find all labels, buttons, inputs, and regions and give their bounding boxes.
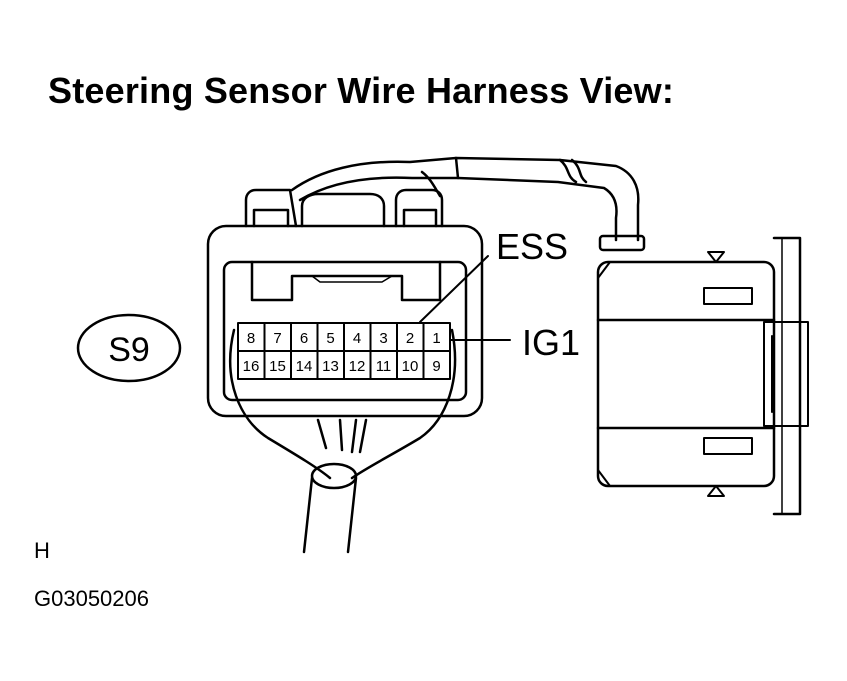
diagram-title: Steering Sensor Wire Harness View: [48, 70, 675, 111]
connector-id-oval [76, 313, 182, 383]
side-view-connector [596, 236, 809, 516]
terminal-number: 3 [379, 330, 387, 347]
terminal-number: 9 [432, 358, 440, 375]
terminal-number: 4 [353, 330, 361, 347]
terminal-number: 7 [273, 330, 281, 347]
terminal-number: 13 [322, 358, 339, 375]
view-code: H [34, 538, 50, 563]
terminal-number: 12 [349, 358, 366, 375]
wire-bundle [229, 328, 457, 554]
connector-body [206, 224, 484, 418]
terminal-number: 11 [376, 358, 392, 375]
ess-leader-line [419, 255, 489, 323]
terminal-grid [237, 322, 451, 380]
connector-id-label: S9 [108, 331, 150, 369]
terminal-number: 10 [402, 358, 419, 375]
terminal-number: 6 [300, 330, 308, 347]
terminal-number: 16 [243, 358, 260, 375]
ess-callout: ESS [496, 226, 569, 267]
ig1-callout: IG1 [522, 322, 581, 363]
harness-cable [290, 156, 646, 252]
figure-code: G03050206 [34, 586, 149, 611]
terminal-number: 2 [406, 330, 414, 347]
terminal-number: 1 [432, 330, 440, 347]
connector-latches [244, 188, 444, 228]
terminal-number: 8 [247, 330, 255, 347]
terminal-number: 14 [296, 358, 313, 375]
terminal-number: 5 [326, 330, 334, 347]
terminal-number: 15 [269, 358, 286, 375]
